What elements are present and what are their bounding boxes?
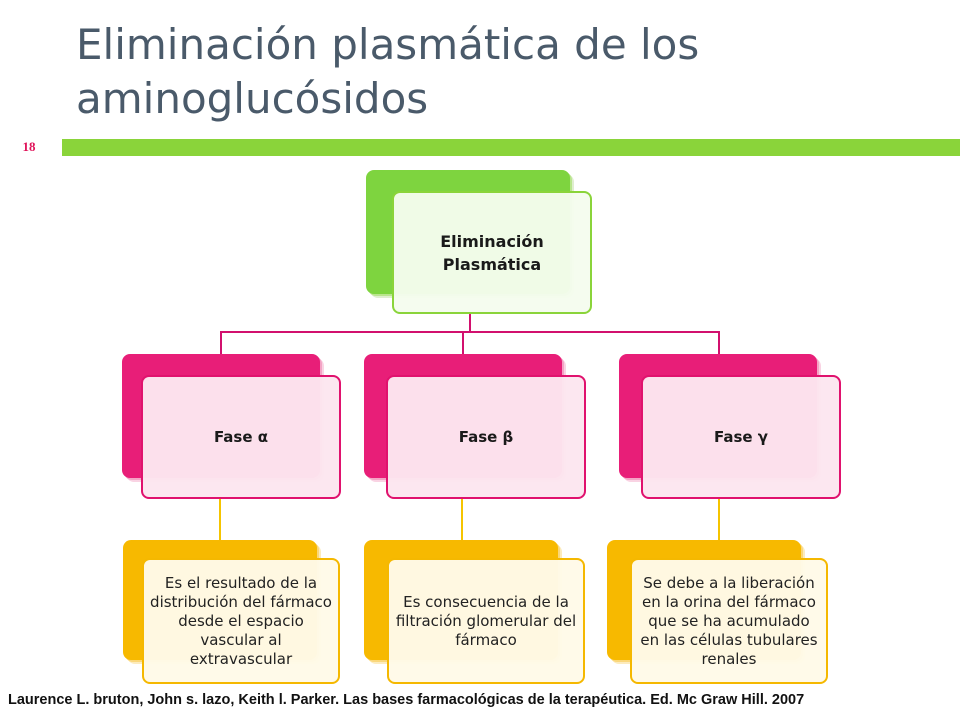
reference-citation: Laurence L. bruton, John s. lazo, Keith … xyxy=(8,692,805,708)
root-node: Eliminación Plasmática xyxy=(392,191,592,314)
connector-beta-desc xyxy=(461,499,463,541)
phase-alpha-node: Fase α xyxy=(141,375,341,499)
phase-gamma-node: Fase γ xyxy=(641,375,841,499)
connector-phase-gamma xyxy=(718,331,720,356)
phase-beta-label: Fase β xyxy=(458,428,514,446)
slide-number: 18 xyxy=(0,136,58,158)
phase-beta-node: Fase β xyxy=(386,375,586,499)
desc-alpha-text: Es el resultado de la distribución del f… xyxy=(150,573,332,668)
phase-gamma-label: Fase γ xyxy=(713,428,769,446)
connector-gamma-desc xyxy=(718,499,720,541)
title-bar-accent xyxy=(62,139,960,156)
phase-alpha-label: Fase α xyxy=(213,428,269,446)
desc-gamma-text: Se debe a la liberación en la orina del … xyxy=(640,573,818,668)
connector-root-stem xyxy=(469,314,471,332)
root-node-label: Eliminación Plasmática xyxy=(440,231,544,274)
desc-beta-text: Es consecuencia de la filtración glomeru… xyxy=(395,592,577,649)
connector-phase-beta xyxy=(462,331,464,356)
desc-beta-node: Es consecuencia de la filtración glomeru… xyxy=(387,558,585,684)
slide-title: Eliminación plasmática de los aminoglucó… xyxy=(76,20,700,123)
connector-horizontal xyxy=(220,331,720,333)
connector-alpha-desc xyxy=(219,499,221,541)
desc-alpha-node: Es el resultado de la distribución del f… xyxy=(142,558,340,684)
desc-gamma-node: Se debe a la liberación en la orina del … xyxy=(630,558,828,684)
connector-phase-alpha xyxy=(220,331,222,356)
